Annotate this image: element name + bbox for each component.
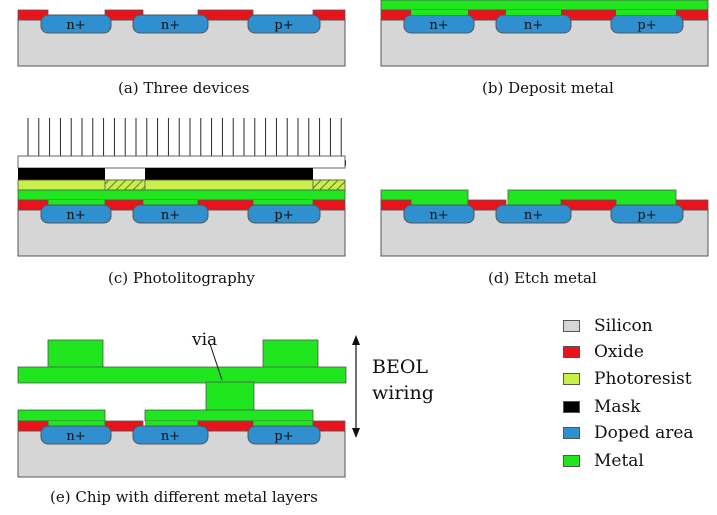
doped-region-label: p+	[274, 208, 293, 223]
upper-metal-block	[47, 339, 104, 369]
legend-item-silicon: Silicon	[563, 316, 653, 336]
legend-swatch-doped	[563, 427, 580, 439]
doped-region	[403, 204, 475, 224]
beol-label-line2: wiring	[372, 382, 434, 404]
legend-item-mask: Mask	[563, 397, 641, 417]
doped-region-label: n+	[161, 429, 180, 444]
doped-region-label: n+	[161, 18, 180, 33]
legend-label-oxide: Oxide	[594, 342, 644, 362]
metal-fill	[508, 200, 561, 205]
panel-e-chip: n+ n+ p+	[17, 420, 346, 478]
doped-region-label: n+	[66, 429, 85, 444]
via-label: via	[191, 330, 217, 350]
metal-fill	[411, 200, 468, 205]
panel-b-metal-layer	[380, 0, 709, 11]
panel-e-metal-layers: via	[17, 330, 360, 438]
doped-region-label: p+	[274, 18, 293, 33]
doped-region-label: p+	[637, 208, 656, 223]
doped-region	[40, 14, 112, 34]
panel-c-photolithography	[17, 118, 347, 205]
doped-region	[132, 14, 209, 34]
doped-region	[132, 204, 209, 224]
legend-item-doped: Doped area	[563, 423, 694, 443]
metal-fill	[616, 200, 676, 205]
legend-label-mask: Mask	[594, 397, 641, 417]
panel-b-metal-fill	[616, 10, 676, 15]
legend-swatch-photoresist	[563, 373, 580, 385]
legend-swatch-mask	[563, 401, 580, 413]
upper-metal-line	[17, 366, 347, 384]
legend-label-metal: Metal	[594, 451, 644, 471]
exposed-photoresist	[312, 179, 346, 191]
legend-label-doped: Doped area	[594, 423, 694, 443]
panel-a-three-devices: n+ n+ p+	[17, 9, 346, 67]
doped-region-label: n+	[66, 208, 85, 223]
doped-region	[247, 204, 321, 224]
legend-swatch-oxide	[563, 346, 580, 358]
doped-region-label: n+	[429, 208, 448, 223]
caption-a: (a) Three devices	[118, 79, 250, 97]
doped-region-label: n+	[429, 18, 448, 33]
metal-fill	[253, 200, 313, 205]
upper-metal-block	[262, 339, 319, 369]
legend-swatch-silicon	[563, 320, 580, 332]
via	[205, 381, 255, 411]
legend-label-photoresist: Photoresist	[594, 369, 692, 389]
doped-region	[610, 204, 684, 224]
via-pointer	[209, 343, 223, 381]
mask-block	[145, 168, 313, 180]
caption-c: (c) Photolitography	[108, 269, 255, 287]
doped-region-label: p+	[637, 18, 656, 33]
doped-region-label: n+	[161, 208, 180, 223]
lower-metal-segment	[17, 409, 106, 422]
panel-b-metal-fill	[506, 10, 561, 15]
doped-region-label: p+	[274, 429, 293, 444]
metal-fill	[143, 200, 198, 205]
legend-item-oxide: Oxide	[563, 342, 644, 362]
metal-fill	[48, 421, 105, 426]
photoresist-layer	[17, 179, 346, 191]
doped-region	[40, 425, 112, 445]
beol-label-line1: BEOL	[372, 356, 429, 378]
panel-b-metal-fill	[411, 10, 468, 15]
doped-region	[247, 14, 321, 34]
caption-b: (b) Deposit metal	[482, 79, 614, 97]
exposed-photoresist	[104, 179, 146, 191]
legend-label-silicon: Silicon	[594, 316, 653, 336]
panel-c-chip: n+ n+ p+	[17, 199, 346, 257]
metal-fill	[48, 200, 105, 205]
panel-d-chip: n+ n+ p+	[380, 199, 709, 257]
metal-fill	[253, 421, 313, 426]
lower-metal-segment	[144, 409, 314, 422]
mask-frame	[17, 155, 346, 169]
panel-b-deposit-metal: n+ n+ p+	[380, 9, 709, 67]
doped-region	[495, 204, 572, 224]
metal-layer	[17, 189, 346, 201]
doped-region	[40, 204, 112, 224]
legend-item-photoresist: Photoresist	[563, 369, 692, 389]
doped-region-label: n+	[524, 18, 543, 33]
doped-region-label: n+	[524, 208, 543, 223]
doped-region	[132, 425, 209, 445]
caption-d: (d) Etch metal	[488, 269, 597, 287]
doped-region-label: n+	[66, 18, 85, 33]
metal-fill	[145, 421, 198, 426]
legend-swatch-metal	[563, 455, 580, 467]
mask-block	[18, 168, 105, 180]
legend-item-metal: Metal	[563, 451, 644, 471]
caption-e: (e) Chip with different metal layers	[50, 488, 318, 506]
doped-region	[247, 425, 321, 445]
